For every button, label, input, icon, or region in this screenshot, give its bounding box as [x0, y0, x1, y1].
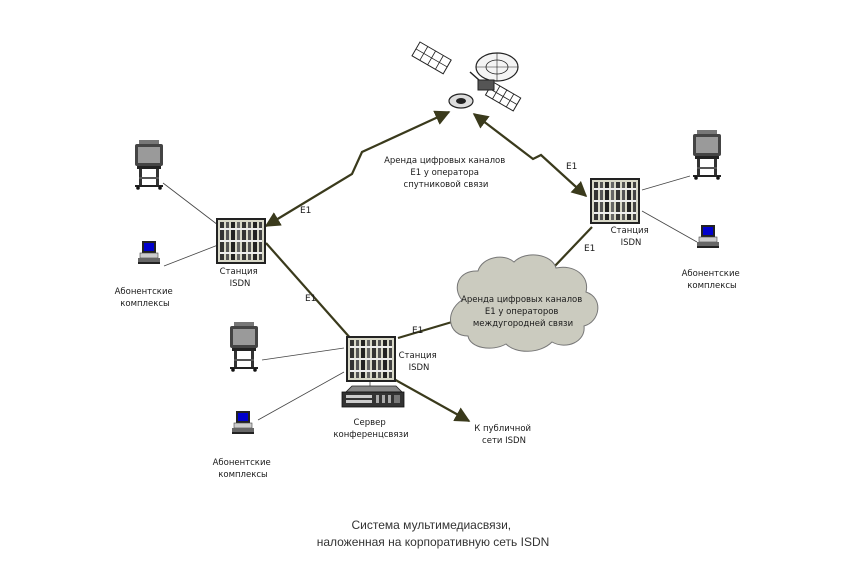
subscribers-left-label-line: комплексы: [120, 299, 170, 309]
links: [264, 110, 593, 422]
line-right-vcart: [641, 175, 691, 191]
e1-label-cloud-right: E1: [584, 244, 595, 254]
link-left-center: [265, 242, 353, 341]
cloud-label-line: междугородней связи: [473, 319, 573, 329]
subscribers-right-label-line: Абонентские: [682, 269, 740, 279]
station-right-label-line: ISDN: [621, 238, 642, 248]
line-center-pc: [257, 371, 345, 421]
subscriber-pc-right: [696, 224, 720, 249]
isdn-station-center: [346, 336, 396, 382]
caption-line: наложенная на корпоративную сеть ISDN: [317, 535, 550, 549]
video-terminal-left: [135, 140, 163, 190]
station-left-label: Станция ISDN: [220, 267, 261, 289]
subscribers-bottom-label-line: комплексы: [218, 470, 268, 480]
video-terminal-right: [693, 130, 721, 180]
public-net-label-line: сети ISDN: [482, 436, 526, 446]
e1-label-left-sat: E1: [300, 206, 311, 216]
link-center-public: [391, 377, 471, 422]
video-terminal-bottom: [230, 322, 258, 372]
diagram-caption: Система мультимедиасвязи, наложенная на …: [317, 518, 550, 549]
e1-label-right-sat: E1: [566, 162, 577, 172]
line-left-pc: [163, 244, 219, 267]
satellite-icon: [411, 41, 522, 112]
station-left-label-line: Станция: [220, 267, 258, 277]
cloud-label-line: E1 у операторов: [485, 307, 559, 317]
isdn-station-left: [216, 218, 266, 264]
radio-link-left: [264, 110, 451, 227]
subscriber-pc-left: [137, 240, 161, 265]
server-label-line: Сервер: [354, 418, 386, 428]
link-cloud-right: [552, 226, 593, 269]
subscribers-bottom-label-line: Абонентские: [213, 458, 271, 468]
public-net-label: К публичной сети ISDN: [474, 424, 534, 446]
cloud-label: Аренда цифровых каналов E1 у операторов …: [461, 295, 585, 329]
long-distance-cloud: [450, 254, 599, 352]
server-label-line: конференцсвязи: [333, 430, 408, 440]
station-center-label-line: Станция: [399, 351, 437, 361]
satellite-label-line: спутниковой связи: [404, 180, 489, 190]
station-right-label-line: Станция: [611, 226, 649, 236]
cloud-label-line: Аренда цифровых каналов: [461, 295, 582, 305]
satellite-label-line: Аренда цифровых каналов: [384, 156, 505, 166]
subscriber-pc-bottom: [231, 410, 255, 435]
e1-label-left-center: E1: [305, 294, 316, 304]
e1-label-center-cloud: E1: [412, 326, 423, 336]
station-left-label-line: ISDN: [230, 279, 251, 289]
satellite-label-line: E1 у оператора: [410, 168, 479, 178]
line-right-pc: [641, 210, 698, 243]
isdn-station-right: [590, 178, 640, 224]
station-right-label: Станция ISDN: [611, 226, 652, 248]
conference-server-icon: [341, 385, 405, 408]
satellite-label: Аренда цифровых каналов E1 у оператора с…: [384, 156, 508, 190]
subscribers-right-label: Абонентские комплексы: [682, 269, 743, 291]
subscribers-left-label: Абонентские комплексы: [115, 287, 176, 309]
subscribers-bottom-label: Абонентские комплексы: [213, 458, 274, 480]
line-left-vcart: [162, 182, 219, 226]
caption-line: Система мультимедиасвязи,: [352, 518, 512, 532]
public-net-label-line: К публичной: [474, 424, 531, 434]
server-label: Сервер конференцсвязи: [333, 418, 408, 440]
subscribers-right-label-line: комплексы: [687, 281, 737, 291]
line-center-vcart: [261, 347, 345, 361]
station-center-label: Станция ISDN: [399, 351, 440, 373]
radio-link-right: [472, 113, 588, 198]
station-center-label-line: ISDN: [409, 363, 430, 373]
link-center-cloud: [397, 320, 453, 340]
subscribers-left-label-line: Абонентские: [115, 287, 173, 297]
